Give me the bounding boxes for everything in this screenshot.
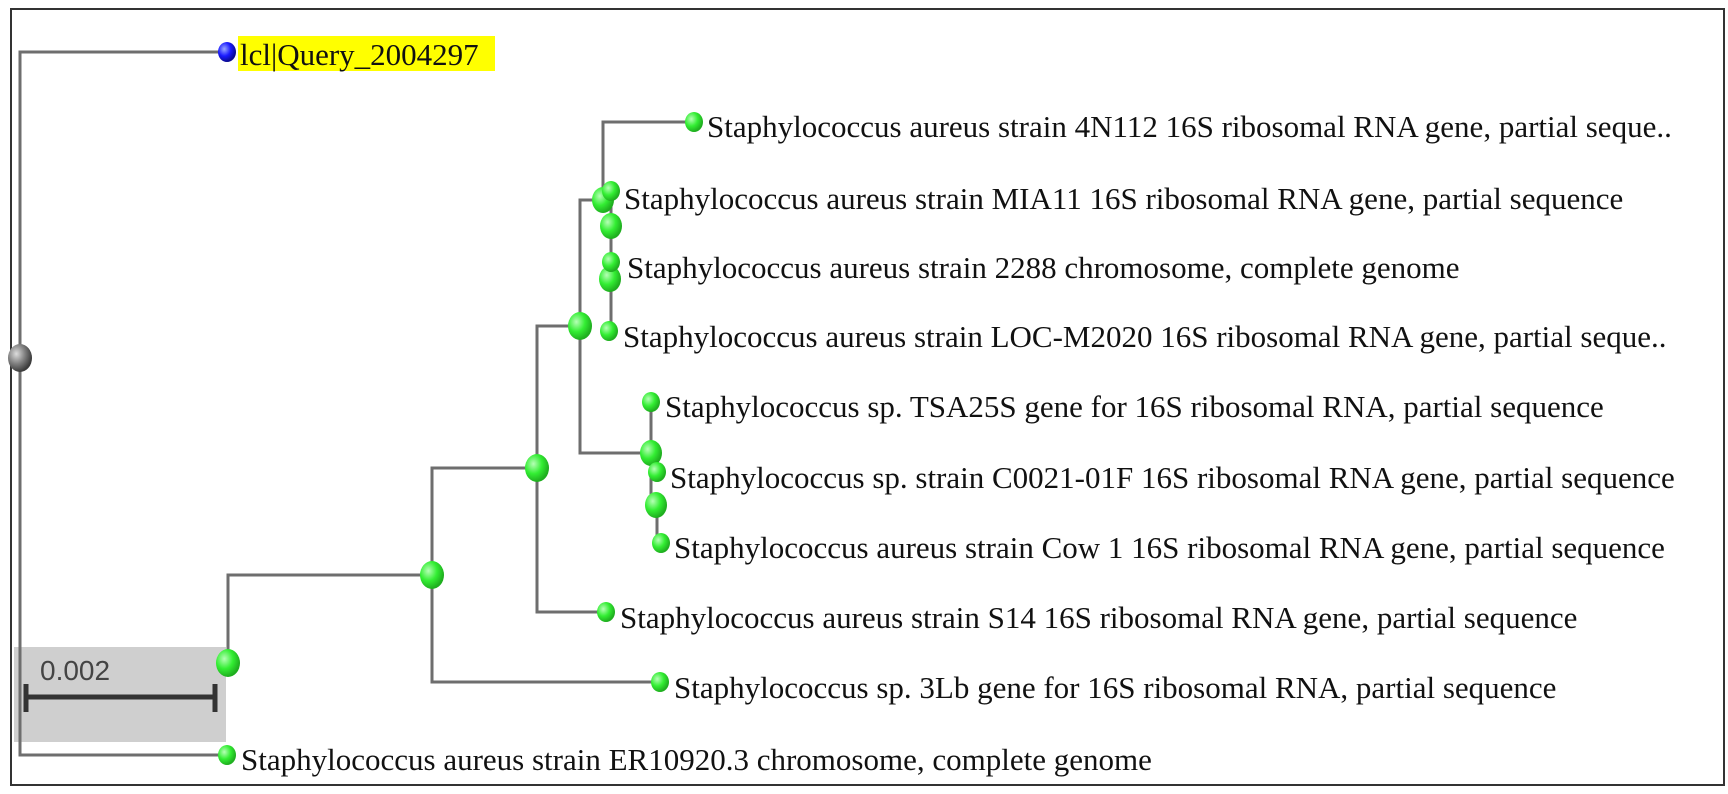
leaf-label[interactable]: Staphylococcus aureus strain MIA11 16S r… — [624, 181, 1623, 216]
scale-label: 0.002 — [40, 655, 110, 686]
leaf-label[interactable]: Staphylococcus aureus strain Cow 1 16S r… — [674, 530, 1665, 565]
query-node[interactable] — [218, 42, 236, 62]
internal-node[interactable] — [640, 440, 662, 466]
leaf-node[interactable] — [651, 672, 669, 692]
leaf-item[interactable]: Staphylococcus aureus strain S14 16S rib… — [597, 600, 1577, 635]
internal-node[interactable] — [645, 492, 667, 518]
leaf-node[interactable] — [602, 181, 620, 201]
query-leaf[interactable]: lcl|Query_2004297 — [218, 36, 495, 72]
leaf-item[interactable]: Staphylococcus sp. strain C0021-01F 16S … — [648, 460, 1675, 495]
leaf-label[interactable]: Staphylococcus sp. strain C0021-01F 16S … — [670, 460, 1675, 495]
leaf-node[interactable] — [597, 602, 615, 622]
query-label[interactable]: lcl|Query_2004297 — [240, 37, 479, 72]
leaf-node[interactable] — [652, 533, 670, 553]
leaf-item[interactable]: Staphylococcus sp. TSA25S gene for 16S r… — [642, 389, 1604, 424]
internal-node[interactable] — [216, 649, 240, 677]
leaf-item[interactable]: Staphylococcus aureus strain ER10920.3 c… — [218, 742, 1152, 777]
query-highlight — [238, 36, 495, 71]
leaf-label[interactable]: Staphylococcus aureus strain LOC-M2020 1… — [623, 319, 1666, 354]
leaf-node[interactable] — [685, 112, 703, 132]
leaf-label[interactable]: Staphylococcus aureus strain S14 16S rib… — [620, 600, 1577, 635]
leaf-item[interactable]: Staphylococcus aureus strain MIA11 16S r… — [602, 181, 1623, 216]
leaf-label[interactable]: Staphylococcus aureus strain 4N112 16S r… — [707, 109, 1672, 144]
leaf-item[interactable]: Staphylococcus aureus strain LOC-M2020 1… — [600, 319, 1666, 354]
tree-frame — [10, 8, 1725, 786]
leaf-label[interactable]: Staphylococcus sp. TSA25S gene for 16S r… — [665, 389, 1604, 424]
internal-node[interactable] — [420, 561, 444, 589]
leaf-list: Staphylococcus aureus strain 4N112 16S r… — [218, 109, 1675, 777]
leaf-label[interactable]: Staphylococcus sp. 3Lb gene for 16S ribo… — [674, 670, 1556, 705]
leaf-node[interactable] — [600, 321, 618, 341]
leaf-item[interactable]: Staphylococcus aureus strain 4N112 16S r… — [685, 109, 1672, 144]
scale-bar: 0.002 — [23, 655, 218, 712]
leaf-item[interactable]: Staphylococcus aureus strain 2288 chromo… — [602, 250, 1459, 285]
leaf-label[interactable]: Staphylococcus aureus strain 2288 chromo… — [627, 250, 1459, 285]
leaf-node[interactable] — [642, 392, 660, 412]
leaf-label[interactable]: Staphylococcus aureus strain ER10920.3 c… — [241, 742, 1152, 777]
internal-node[interactable] — [525, 454, 549, 482]
internal-nodes — [8, 187, 667, 677]
leaf-item[interactable]: Staphylococcus sp. 3Lb gene for 16S ribo… — [651, 670, 1556, 705]
leaf-node[interactable] — [218, 745, 236, 765]
root-node[interactable] — [8, 344, 32, 372]
leaf-node[interactable] — [602, 252, 620, 272]
internal-node[interactable] — [600, 213, 622, 239]
leaf-node[interactable] — [648, 462, 666, 482]
internal-node[interactable] — [568, 312, 592, 340]
leaf-item[interactable]: Staphylococcus aureus strain Cow 1 16S r… — [652, 530, 1665, 565]
internal-node[interactable] — [599, 266, 621, 292]
